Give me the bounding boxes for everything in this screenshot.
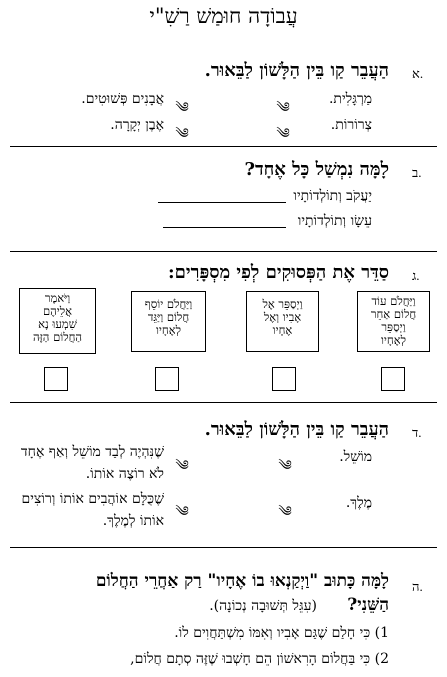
- separator: [10, 402, 437, 403]
- q5-option-2[interactable]: 2) כִּי בַּחֲלוֹם הָרִאשׁוֹן הֵם חָשְׁבו…: [130, 651, 389, 667]
- order-number-box-1[interactable]: [381, 367, 405, 391]
- q5-instruction: (עִגֵּל תְּשׁוּבָה נְכוֹנָה).: [209, 598, 317, 614]
- q3-number: ג.: [412, 268, 420, 283]
- q5-number: ה.: [412, 579, 423, 594]
- q2-number: ב.: [412, 165, 422, 180]
- q5-option-1[interactable]: 1) כִּי חָלַם שֶׁגַּם אָבִיו וְאִמּוֹ מִ…: [174, 625, 389, 641]
- separator: [10, 547, 437, 548]
- order-number-box-3[interactable]: [155, 367, 179, 391]
- verse-line: לְאֶחָיו: [155, 323, 182, 337]
- q1-def-1: אֲבָנִים פְּשׁוּטִים.: [81, 91, 164, 107]
- verse-line: וַיְסַפֵּר אֶל: [262, 297, 303, 311]
- q5-text-cont: הַשֵּׁנִי?: [347, 595, 389, 615]
- q1-term-2: צְרוֹרוֹת.: [330, 117, 372, 133]
- verse-line: לְאֶחָיו: [380, 333, 407, 347]
- verse-line: אֶחָיו: [272, 323, 293, 337]
- q1-text: הַעֲבֵר קַו בֵּין הַלָּשׁוֹן לַבֵּאוּר.: [204, 60, 389, 81]
- verse-line: וַיֹּאמֶר: [44, 291, 71, 305]
- q4-ornament-1b: ༄: [278, 458, 292, 474]
- separator: [10, 251, 437, 252]
- q4-def-2-line2: אוֹתוֹ לְמֶלֶךְ.: [102, 513, 164, 529]
- q1-number: א.: [412, 66, 424, 81]
- order-number-box-2[interactable]: [272, 367, 296, 391]
- verse-box-4: וַיֹּאמֶר אֲלֵיהֶם שִׁמְעוּ נָא הַחֲלוֹם…: [19, 288, 96, 354]
- q2-answer-line-1[interactable]: [158, 202, 286, 203]
- verse-box-3: וַיַּחֲלֹם יוֹסֵף חֲלוֹם וַיַּגֵּד לְאֶח…: [131, 291, 206, 352]
- q1-def-2: אֶבֶן יְקָרָה.: [110, 117, 164, 133]
- q4-def-1-line2: לֹא רוֹצֶה אוֹתוֹ.: [85, 466, 164, 482]
- q1-ornament-1b: ༄: [276, 100, 290, 116]
- q4-ornament-2b: ༄: [278, 504, 292, 520]
- verse-line: וַיַּחֲלֹם עוֹד: [371, 294, 416, 308]
- q1-term-1: מַרְגָּלִית.: [328, 91, 372, 107]
- q2-line-label-2: עֵשָׂו וְתוֹלְדוֹתָיו: [297, 213, 372, 229]
- separator: [10, 146, 437, 147]
- verse-line: אָבִיו וְאֶל: [263, 310, 302, 324]
- q2-line-label-1: יַעֲקֹב וְתוֹלְדוֹתָיו: [293, 188, 372, 204]
- q4-def-2-line1: שֶׁכֻּלָּם אוֹהֲבִים אוֹתוֹ וְרוֹצִים: [21, 491, 164, 507]
- verse-box-2: וַיְסַפֵּר אֶל אָבִיו וְאֶל אֶחָיו: [246, 291, 319, 352]
- q2-answer-line-2[interactable]: [163, 227, 286, 228]
- verse-line: וַיַּחֲלֹם יוֹסֵף: [144, 297, 193, 311]
- verse-line: חֲלוֹם וַיַּגֵּד: [147, 310, 190, 324]
- q1-ornament-2a: ༄: [175, 126, 189, 142]
- verse-line: הַחֲלוֹם הַזֶּה: [32, 330, 82, 344]
- q4-text: הַעֲבֵר קַו בֵּין הַלָּשׁוֹן לַבֵּאוּר.: [204, 419, 389, 440]
- verse-line: וַיְסַפֵּר: [381, 320, 406, 334]
- verse-box-1: וַיַּחֲלֹם עוֹד חֲלוֹם אַחֵר וַיְסַפֵּר …: [357, 291, 430, 352]
- verse-line: חֲלוֹם אַחֵר: [370, 307, 417, 321]
- order-number-box-4[interactable]: [44, 367, 68, 391]
- q3-text: סַדֵּר אֶת הַפְּסוּקִים לְפִי מִסְפָּרִי…: [168, 262, 389, 283]
- q4-ornament-2a: ༄: [175, 504, 189, 520]
- q1-ornament-1a: ༄: [175, 100, 189, 116]
- page-title: עֲבוֹדָה חוּמַשׁ רַשִׁ"י: [149, 4, 298, 28]
- q5-text: לָמָּה כָּתוּב "וַיְקַנְאוּ בוֹ אֶחָיו" …: [95, 571, 389, 591]
- q2-text: לָמָּה נִמְשַׁל כָּל אֶחָד?: [244, 159, 389, 180]
- q4-term-2: מֶלֶךְ.: [345, 495, 372, 511]
- q1-ornament-2b: ༄: [276, 126, 290, 142]
- q4-ornament-1a: ༄: [175, 458, 189, 474]
- verse-line: אֲלֵיהֶם: [42, 304, 73, 318]
- q4-term-1: מוֹשֵׁל.: [339, 449, 372, 465]
- q4-number: ד.: [412, 425, 422, 440]
- q4-def-1-line1: שֶׁנִּהְיֶה לְבַד מוֹשֵׁל וְאַף אֶחָד: [20, 444, 164, 460]
- verse-line: שִׁמְעוּ נָא: [38, 317, 77, 331]
